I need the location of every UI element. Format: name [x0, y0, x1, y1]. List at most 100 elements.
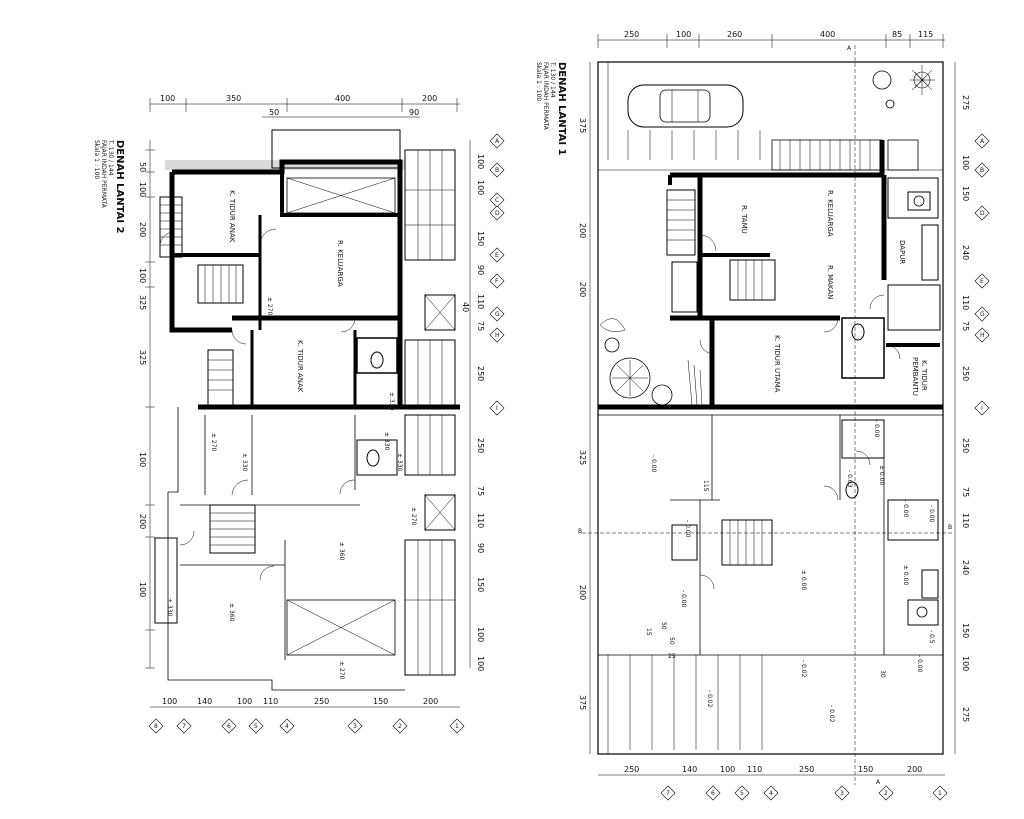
plan1-left-dim-5: 200 — [578, 585, 587, 600]
plan2-left-dim-7: 100 — [138, 452, 147, 467]
plan1-right-dim-1: 275 — [961, 95, 970, 110]
plan1-title: DENAH LANTAI 1 — [556, 62, 567, 156]
plan1-left-dim-4: 325 — [578, 450, 587, 465]
plan1-axis-5: 5 — [740, 790, 744, 797]
plan2-right-dim-10: 110 — [476, 513, 485, 528]
plan1-top-dim-2: 100 — [676, 30, 691, 39]
plan1-level-15: - 0.00 — [928, 505, 935, 523]
plan2-axis-B: B — [495, 167, 499, 174]
plan1-top-dim-4: 400 — [820, 30, 835, 39]
plan1-axis-H: H — [980, 332, 985, 339]
plan2-axis-6: 6 — [227, 723, 231, 730]
plan1-axis-3: 3 — [840, 790, 844, 797]
plan1-right-dim-12: 150 — [961, 623, 970, 638]
plan2-axis-4: 4 — [285, 723, 289, 730]
plan1-right-dim-13: 100 — [961, 656, 970, 671]
plan1-axis-1: 1 — [938, 790, 942, 797]
plan2-axis-1: 1 — [455, 723, 459, 730]
plan1-level-7: - 0.02 — [706, 690, 713, 708]
plan2-levels: ± 270 ± 330 ± 330 ± 270 ± 330 ± 360 ± 36… — [166, 297, 417, 680]
plan1-level-9: - 0.02 — [828, 705, 835, 723]
plan2-right-dim-8: 250 — [476, 438, 485, 453]
plan2-title: DENAH LANTAI 2 — [114, 140, 125, 234]
plan1-right-dim-5: 110 — [961, 295, 970, 310]
plan1-right-dim-8: 250 — [961, 438, 970, 453]
plan1-axis-7: 7 — [666, 790, 670, 797]
section-mark-b-right: B — [948, 524, 952, 531]
plan2-level-9: ± 270 — [338, 661, 345, 680]
plan2-room-tidur-2: K. TIDUR ANAK — [296, 340, 304, 393]
plan2-right-dim-7: 250 — [476, 366, 485, 381]
plan2-right-dim-3: 150 — [476, 231, 485, 246]
plan2-bottom-dim-1: 100 — [162, 697, 177, 706]
plan2-right-dim-14: 100 — [476, 656, 485, 671]
plan1-level-5: - 0.02 — [800, 660, 807, 678]
plan2-subtitle2: FAJAR INDAH PERMATA — [100, 140, 107, 209]
plan2-left-dim-6: 325 — [138, 350, 147, 365]
plan-lantai-1: DENAH LANTAI 1 T. 130 / 144 FAJAR INDAH … — [535, 30, 990, 801]
plan2-level-4: ± 270 — [410, 507, 417, 526]
plan2-bottom-dim-3: 100 — [237, 697, 252, 706]
plan1-axis-4: 4 — [769, 790, 773, 797]
plan1-top-dim-6: 115 — [918, 30, 933, 39]
plan1-bottom-dim-1: 250 — [624, 765, 639, 774]
tree-icon — [872, 65, 935, 109]
plan2-axis-I: I — [496, 405, 498, 412]
plan1-left-dim-1: 375 — [578, 118, 587, 133]
plan2-left-dim-9: 100 — [138, 582, 147, 597]
plan2-top-sub-1: 50 — [269, 108, 279, 117]
plan1-room-pembantu-2: PEMBANTU — [911, 357, 919, 396]
plan2-left-dim-1: 50 — [138, 162, 147, 172]
plan1-level-6: ± 0.00 — [878, 465, 885, 485]
plan2-right-dimensions: 100 100 150 90 110 75 250 250 75 110 90 … — [461, 140, 485, 671]
plan2-bottom-dimensions: 100 140 100 110 250 150 200 — [150, 697, 460, 708]
plan1-room-tidur: K. TIDUR UTAMA — [773, 335, 781, 393]
plan2-bottom-dim-6: 150 — [373, 697, 388, 706]
plan2-axis-C: C — [495, 197, 499, 204]
plan2-top-dimensions: 100 350 400 200 50 90 — [149, 94, 460, 118]
plan1-right-dimensions: 275 100 150 240 110 75 250 250 75 110 24… — [954, 62, 970, 754]
plan1-left-dim-6: 375 — [578, 695, 587, 710]
plan1-inner-dim-2: 50 — [660, 622, 667, 630]
plan2-top-dim-3: 400 — [335, 94, 350, 103]
plan1-level-4: ± 0.00 — [800, 570, 807, 590]
plan1-right-dim-4: 240 — [961, 245, 970, 260]
plan1-axis-G: G — [980, 311, 985, 318]
plan1-top-dim-3: 260 — [727, 30, 742, 39]
plan2-top-dim-4: 200 — [422, 94, 437, 103]
plan1-bottom-dim-5: 250 — [799, 765, 814, 774]
plan1-top-dim-5: 85 — [892, 30, 902, 39]
plan-lantai-2: DENAH LANTAI 2 T. 130 / 144 FAJAR INDAH … — [93, 94, 505, 734]
plan2-bottom-dim-5: 250 — [314, 697, 329, 706]
section-mark-a-bottom: A — [876, 779, 881, 786]
plan2-right-dim-9: 75 — [476, 486, 485, 496]
plan2-axis-7: 7 — [182, 723, 186, 730]
plan1-room-makan: R. MAKAN — [826, 265, 834, 299]
plan1-left-dimensions: 375 200 200 325 200 375 — [578, 62, 591, 754]
plan1-right-dim-7: 250 — [961, 366, 970, 381]
plan2-room-tidur-1: K. TIDUR ANAK — [228, 190, 236, 243]
plan1-axis-I: I — [981, 405, 983, 412]
plan1-right-dim-9: 75 — [961, 487, 970, 497]
plan2-level-3: ± 330 — [383, 432, 390, 451]
plan2-scale: Skala 1 : 100 — [93, 140, 100, 179]
plan1-bottom-dim-4: 110 — [747, 765, 762, 774]
plan2-top-dim-1: 100 — [160, 94, 175, 103]
plan1-bottom-dim-2: 140 — [682, 765, 697, 774]
plan1-room-keluarga: R. KELUARGA — [826, 190, 834, 237]
plan2-level-11: ± 330 — [388, 392, 395, 411]
plan1-level-14: - 0.00 — [916, 655, 923, 673]
plan1-room-pembantu-1: K. TIDUR — [920, 360, 928, 391]
plan2-axis-G: G — [495, 311, 500, 318]
section-mark-b-left: B — [578, 528, 582, 535]
plan2-axis-E: E — [495, 252, 499, 259]
plan2-bottom-dim-2: 140 — [197, 697, 212, 706]
plan2-left-dim-2: 100 — [138, 182, 147, 197]
plan1-axis-bubbles-right: A B D E G H I — [974, 133, 990, 416]
plan2-right-sub-1: 40 — [461, 302, 470, 312]
plan2-level-6: ± 360 — [338, 542, 345, 561]
plan2-subtitle1: T. 130 / 144 — [107, 139, 114, 176]
plan2-axis-bubbles-right: A B C D E F G H I — [489, 133, 505, 416]
